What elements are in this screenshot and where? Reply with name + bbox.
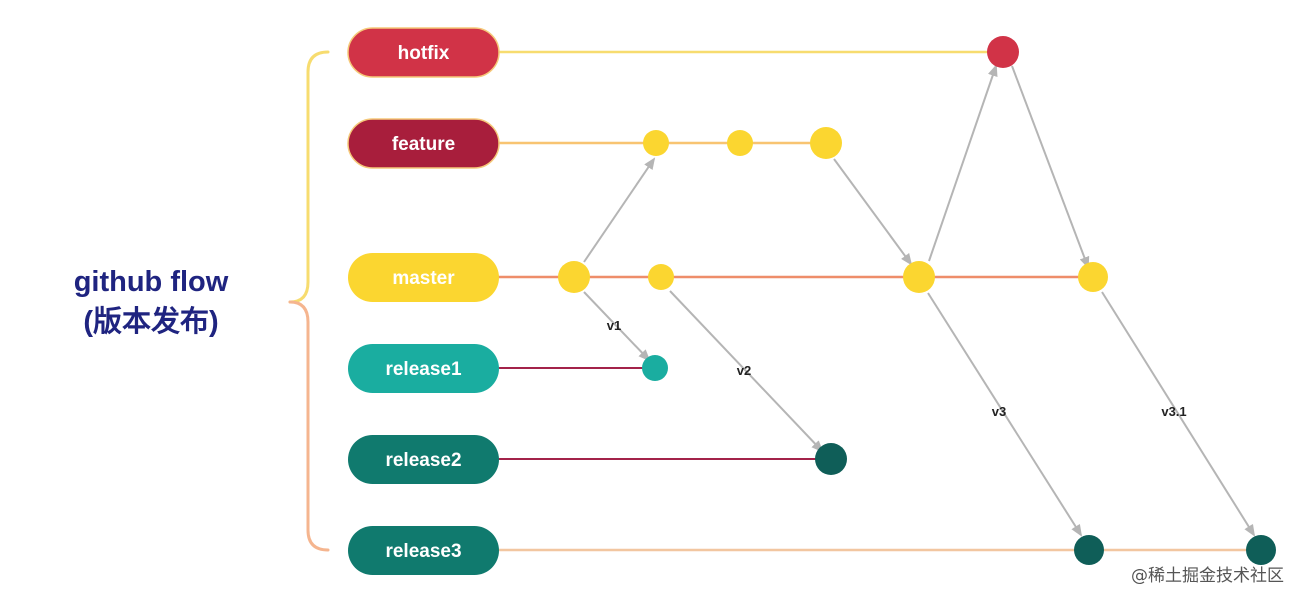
release1-commit — [642, 355, 668, 381]
branch-release2-pill — [348, 435, 499, 484]
arrow-master-to-release3 — [927, 292, 1083, 537]
master-commit-2 — [648, 264, 674, 290]
branch-release3-pill — [348, 526, 499, 575]
branch-master-pill — [348, 253, 499, 302]
diagram-title-line2: (版本发布) — [83, 305, 218, 338]
branch-release3-label: release3 — [385, 541, 461, 562]
branch-release1-label: release1 — [385, 359, 462, 380]
release2-commit — [815, 443, 847, 475]
version-label-v1: v1 — [607, 318, 621, 333]
bracket-upper — [288, 50, 330, 304]
master-commit-3 — [903, 261, 935, 293]
master-commit-4 — [1078, 262, 1108, 292]
arrow-master-to-release1 — [583, 291, 651, 362]
branch-release2-label: release2 — [385, 450, 461, 471]
master-commit-1 — [558, 261, 590, 293]
branch-release1-pill — [348, 344, 499, 393]
bracket-lower — [288, 300, 330, 552]
branch-hotfix-label: hotfix — [398, 43, 450, 64]
diagram-title-line1: github flow — [74, 266, 229, 298]
arrow-hotfix-to-master — [1011, 65, 1090, 269]
branch-release3: release3 — [348, 526, 499, 575]
hotfix-commit — [987, 36, 1019, 68]
branch-master: master — [348, 253, 499, 302]
release3-commit-2 — [1246, 535, 1276, 565]
feature-commit-2 — [727, 130, 753, 156]
branch-hotfix-pill — [347, 27, 500, 78]
branch-feature-label: feature — [392, 134, 455, 155]
branch-feature: feature — [347, 118, 500, 169]
arrow-master-to-hotfix — [928, 64, 998, 262]
version-label-v3: v3 — [992, 404, 1006, 419]
branch-release2: release2 — [348, 435, 499, 484]
feature-commit-1 — [643, 130, 669, 156]
feature-commit-3 — [810, 127, 842, 159]
branch-feature-pill — [347, 118, 500, 169]
branch-master-label: master — [392, 268, 455, 289]
branch-hotfix: hotfix — [347, 27, 500, 78]
watermark: @稀土掘金技术社区 — [1131, 566, 1284, 586]
arrow-master-to-release2 — [669, 290, 824, 453]
arrow-master-to-feature — [583, 157, 656, 263]
version-label-v3-1: v3.1 — [1161, 404, 1186, 419]
branch-release1: release1 — [348, 344, 499, 393]
arrow-master-to-release3-v31 — [1101, 291, 1256, 537]
release3-commit-1 — [1074, 535, 1104, 565]
arrow-feature-to-master — [833, 158, 913, 266]
version-label-v2: v2 — [737, 363, 751, 378]
